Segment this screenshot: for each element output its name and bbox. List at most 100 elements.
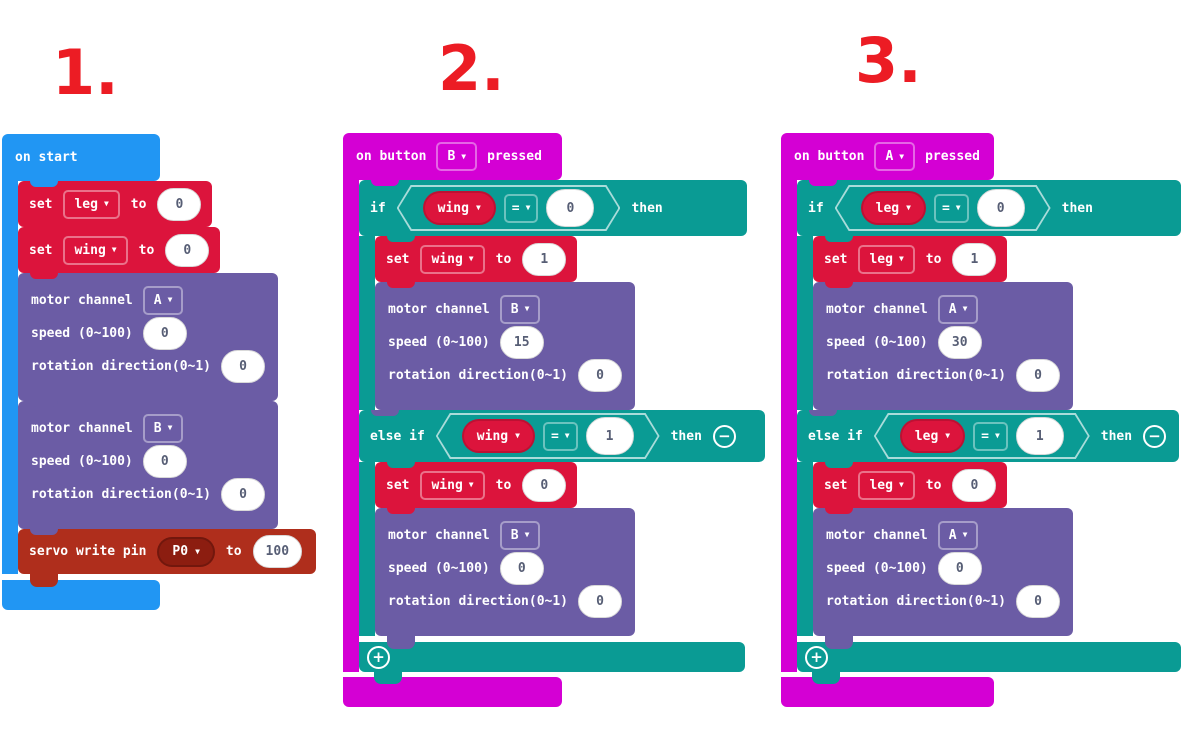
servo-write-pin-label: servo write pin	[29, 544, 147, 559]
minus-button[interactable]: −	[1143, 424, 1167, 448]
motor-channel-dropdown[interactable]: B ▼	[142, 413, 184, 443]
comparison-operator-dropdown[interactable]: = ▼	[504, 194, 539, 223]
minus-button[interactable]: −	[712, 424, 736, 448]
on-button-bottom-bar[interactable]	[781, 671, 994, 707]
condition-hexagon: leg ▼ = ▼ 0	[835, 185, 1051, 231]
value-input[interactable]: 1	[522, 242, 567, 276]
value-input[interactable]: 0	[952, 468, 997, 502]
value-input[interactable]: 1	[952, 242, 997, 276]
motor-channel-dropdown[interactable]: A ▼	[937, 520, 979, 550]
rotation-value-input[interactable]: 0	[578, 358, 623, 392]
on-button-bottom-bar[interactable]	[343, 671, 562, 707]
set-variable-block[interactable]: set wing ▼ to 1	[375, 236, 578, 282]
dropdown-arrow-icon: ▼	[962, 530, 968, 539]
motor-block[interactable]: motor channel B ▼ speed (0~100) 15 rotat…	[375, 282, 636, 410]
rotation-label: rotation direction(0~1)	[31, 358, 212, 374]
speed-value-input[interactable]: 30	[937, 325, 982, 359]
on-button-spine	[343, 180, 359, 672]
pin-dropdown[interactable]: P0 ▼	[157, 536, 215, 567]
variable-dropdown[interactable]: wing ▼	[420, 244, 485, 274]
operator-value: =	[511, 200, 520, 216]
if-condition-row[interactable]: if wing ▼ = ▼ 0 then	[359, 180, 747, 236]
comparison-value-input[interactable]: 1	[1016, 417, 1064, 455]
section-label-3: 3.	[855, 24, 922, 97]
condition-hexagon: wing ▼ = ▼ 1	[436, 413, 660, 459]
condition-hexagon: wing ▼ = ▼ 0	[397, 185, 621, 231]
set-variable-block[interactable]: set leg ▼ to 0	[813, 462, 1008, 508]
rotation-value-input[interactable]: 0	[221, 477, 266, 511]
set-variable-block[interactable]: set leg ▼ to 0	[18, 181, 213, 227]
to-label: to	[138, 242, 155, 258]
if-bottom-bar[interactable]: +	[359, 636, 745, 672]
value-input[interactable]: 0	[522, 468, 567, 502]
rotation-value-input[interactable]: 0	[1016, 584, 1061, 618]
on-button-label: on button	[794, 149, 865, 164]
motor-channel-label: motor channel	[388, 527, 490, 543]
button-dropdown[interactable]: B ▼	[436, 142, 478, 171]
motor-channel-dropdown[interactable]: A ▼	[937, 294, 979, 324]
set-variable-block[interactable]: set wing ▼ to 0	[18, 227, 221, 273]
comparison-operator-dropdown[interactable]: = ▼	[934, 194, 969, 223]
speed-value-input[interactable]: 0	[142, 316, 187, 350]
variable-pill[interactable]: wing ▼	[462, 419, 535, 453]
servo-value-input[interactable]: 100	[252, 535, 303, 568]
plus-button[interactable]: +	[367, 645, 390, 669]
value-input[interactable]: 0	[165, 233, 210, 267]
motor-channel-dropdown[interactable]: B ▼	[499, 294, 541, 324]
on-button-pressed-block[interactable]: on button A ▼ pressed	[781, 133, 994, 180]
speed-value-input[interactable]: 0	[142, 444, 187, 478]
on-start-bottom-bar[interactable]	[2, 574, 160, 610]
else-if-condition-row[interactable]: else if leg ▼ = ▼ 1 then −	[797, 410, 1179, 462]
motor-channel-label: motor channel	[388, 301, 490, 317]
speed-value-input[interactable]: 0	[937, 551, 982, 585]
dropdown-arrow-icon: ▼	[103, 199, 109, 208]
variable-dropdown[interactable]: leg ▼	[858, 244, 915, 274]
else-if-label: else if	[808, 428, 863, 444]
set-variable-block[interactable]: set leg ▼ to 1	[813, 236, 1008, 282]
comparison-value-input[interactable]: 0	[546, 189, 594, 227]
variable-pill[interactable]: leg ▼	[861, 191, 926, 225]
plus-icon: +	[372, 647, 385, 666]
motor-channel-dropdown[interactable]: A ▼	[142, 285, 184, 315]
variable-pill[interactable]: leg ▼	[900, 419, 965, 453]
speed-value-input[interactable]: 15	[499, 325, 544, 359]
motor-block[interactable]: motor channel A ▼ speed (0~100) 0 rotati…	[813, 508, 1074, 636]
servo-write-pin-block[interactable]: servo write pin P0 ▼ to 100	[18, 529, 316, 574]
motor-block[interactable]: motor channel B ▼ speed (0~100) 0 rotati…	[18, 401, 279, 529]
comparison-operator-dropdown[interactable]: = ▼	[543, 422, 578, 451]
rotation-value-input[interactable]: 0	[1016, 358, 1061, 392]
motor-channel-dropdown[interactable]: B ▼	[499, 520, 541, 550]
if-condition-row[interactable]: if leg ▼ = ▼ 0 then	[797, 180, 1181, 236]
motor-block[interactable]: motor channel A ▼ speed (0~100) 0 rotati…	[18, 273, 279, 401]
set-label: set	[386, 251, 410, 267]
set-variable-block[interactable]: set wing ▼ to 0	[375, 462, 578, 508]
variable-dropdown[interactable]: wing ▼	[420, 470, 485, 500]
pin-value: P0	[172, 544, 189, 559]
dropdown-arrow-icon: ▼	[524, 530, 530, 539]
else-if-condition-row[interactable]: else if wing ▼ = ▼ 1 then −	[359, 410, 765, 462]
on-start-block[interactable]: on start	[2, 134, 160, 181]
variable-dropdown[interactable]: leg ▼	[63, 189, 120, 219]
comparison-operator-dropdown[interactable]: = ▼	[973, 422, 1008, 451]
comparison-value-input[interactable]: 0	[977, 189, 1025, 227]
rotation-value-input[interactable]: 0	[578, 584, 623, 618]
button-dropdown[interactable]: A ▼	[874, 142, 916, 171]
value-input[interactable]: 0	[157, 187, 202, 221]
variable-dropdown[interactable]: wing ▼	[63, 235, 128, 265]
if-label: if	[370, 200, 386, 216]
rotation-value-input[interactable]: 0	[221, 349, 266, 383]
dropdown-arrow-icon: ▼	[167, 295, 173, 304]
motor-channel-label: motor channel	[31, 420, 133, 436]
plus-button[interactable]: +	[805, 645, 828, 669]
on-button-pressed-block[interactable]: on button B ▼ pressed	[343, 133, 562, 180]
variable-pill[interactable]: wing ▼	[423, 191, 496, 225]
if-bottom-bar[interactable]: +	[797, 636, 1181, 672]
channel-value: B	[153, 420, 162, 436]
operator-value: =	[941, 200, 950, 216]
comparison-value-input[interactable]: 1	[586, 417, 634, 455]
motor-block[interactable]: motor channel A ▼ speed (0~100) 30 rotat…	[813, 282, 1074, 410]
variable-dropdown[interactable]: leg ▼	[858, 470, 915, 500]
motor-block[interactable]: motor channel B ▼ speed (0~100) 0 rotati…	[375, 508, 636, 636]
speed-value-input[interactable]: 0	[499, 551, 544, 585]
if-else-block: if leg ▼ = ▼ 0 then	[797, 180, 1181, 672]
